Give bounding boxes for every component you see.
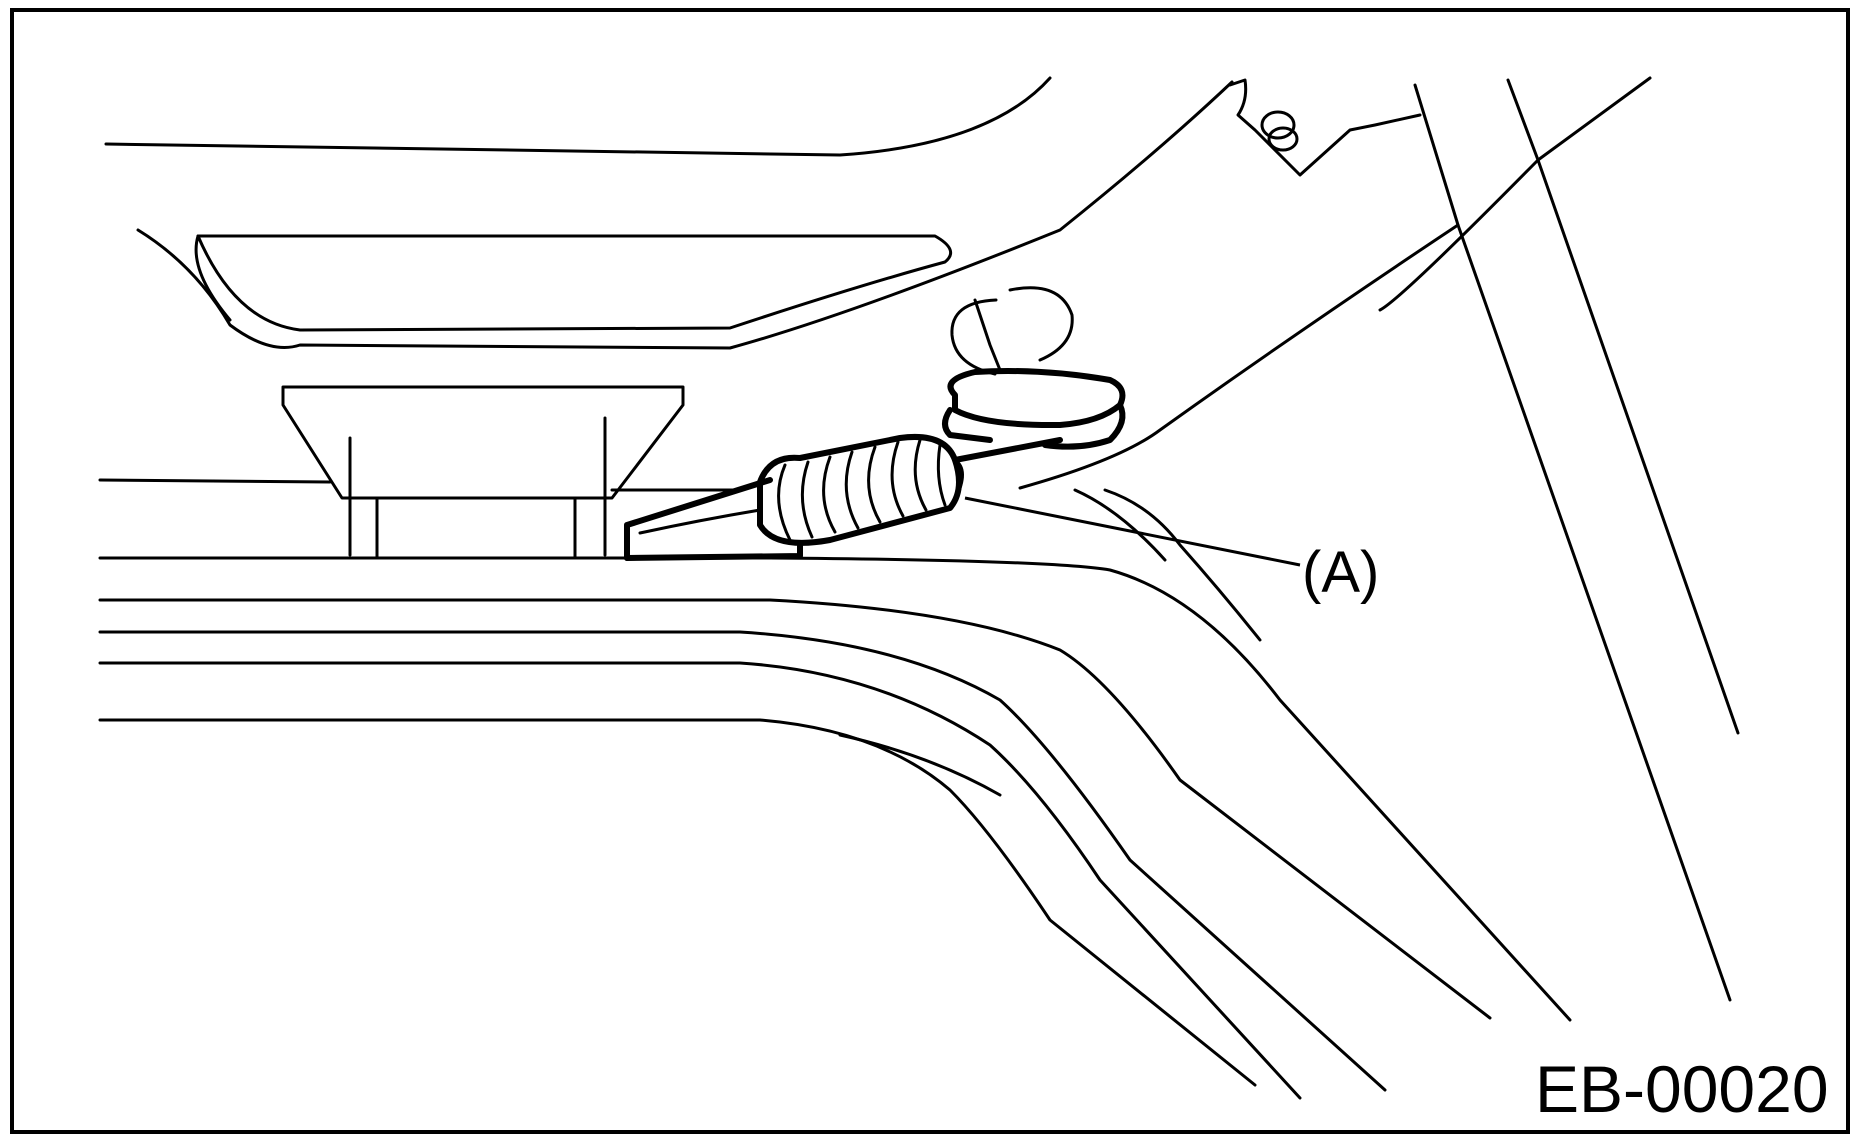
upper-panel (104, 76, 1234, 350)
figure-frame (10, 8, 1850, 1134)
hood-stay-rod (624, 437, 1063, 561)
figure-id: EB-00020 (1535, 1052, 1829, 1126)
hinge-bracket (1228, 78, 1422, 177)
callout-label-a: (A) (1302, 540, 1379, 605)
callout-leader-line (964, 496, 1301, 567)
rubber-boot (757, 434, 964, 546)
pillar-lines (1018, 76, 1740, 1002)
grommet (942, 286, 1126, 450)
mount-bracket (98, 385, 742, 560)
body-curves (98, 488, 1572, 1100)
